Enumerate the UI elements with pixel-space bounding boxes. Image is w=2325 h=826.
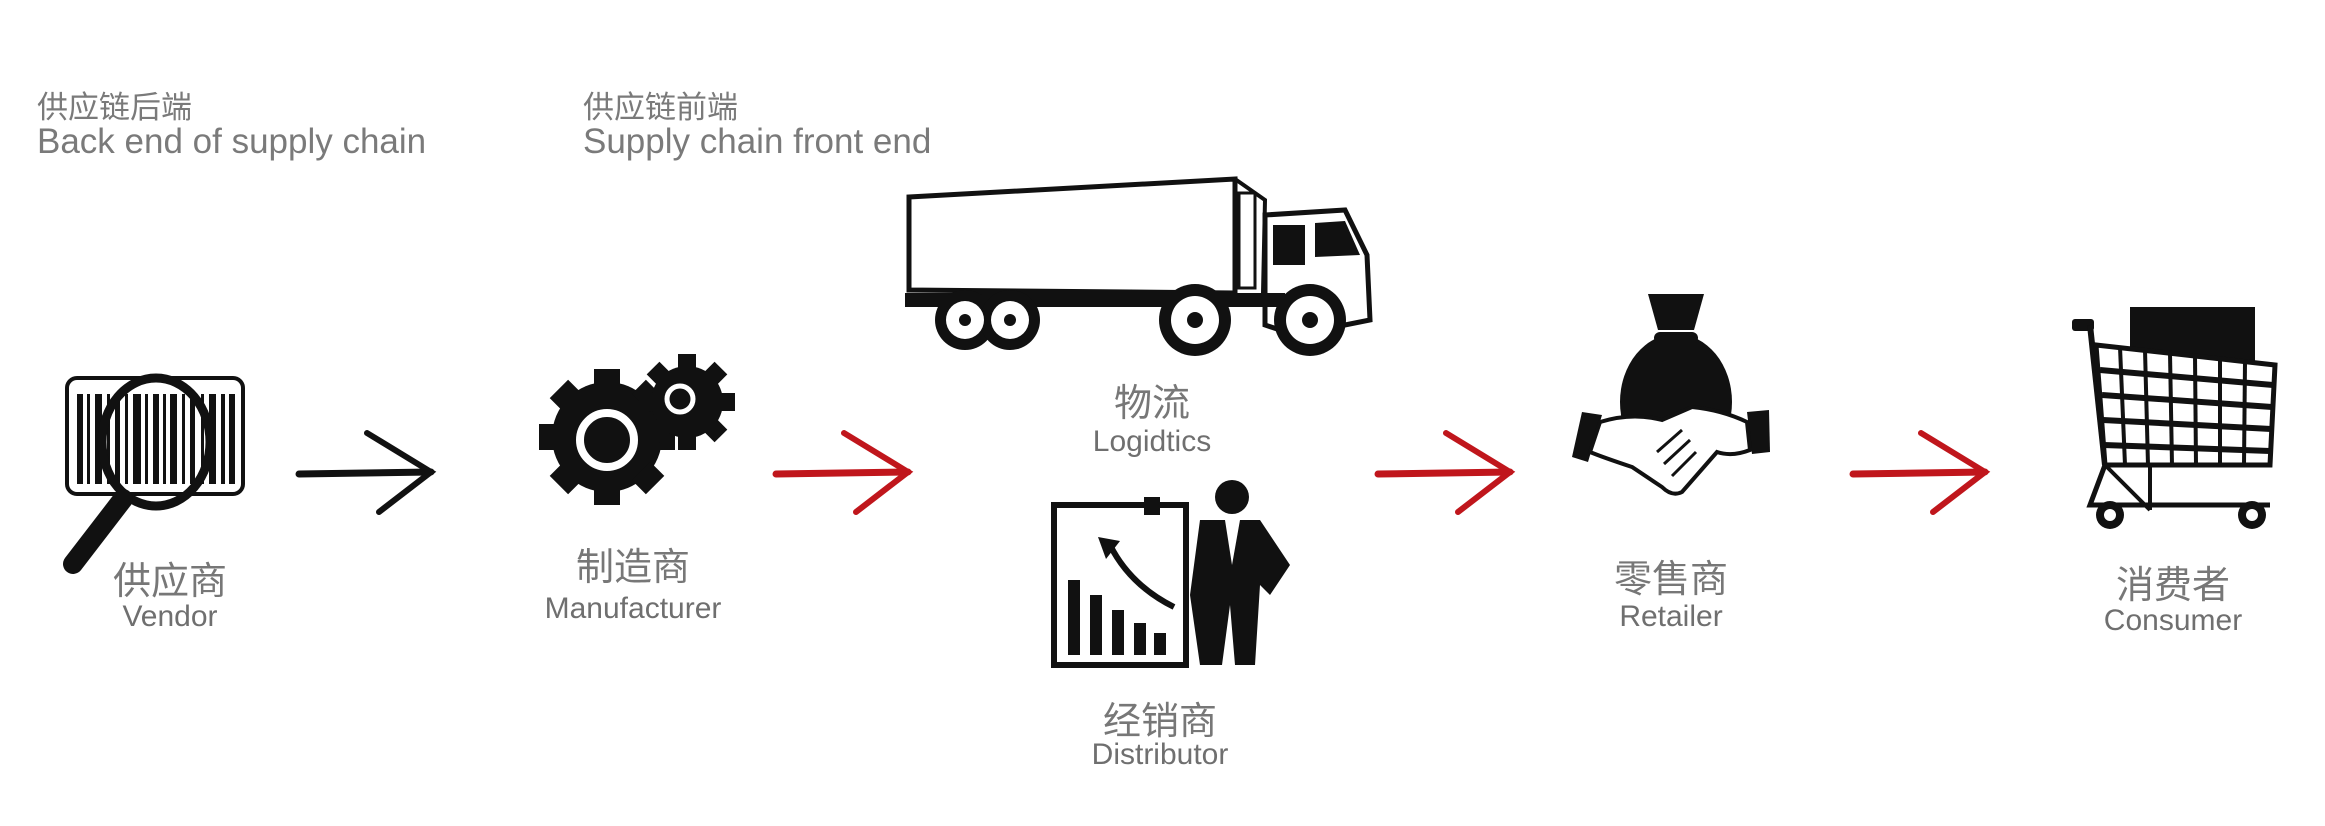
- back-end-title-cn: 供应链后端: [37, 90, 192, 125]
- handshake-moneybag-icon: [1572, 294, 1770, 496]
- arrow-retailer-to-consumer: [1849, 430, 1991, 515]
- consumer-label-cn: 消费者: [2115, 565, 2231, 607]
- logistics-label-cn: 物流: [1113, 383, 1191, 425]
- vendor-label-en: Vendor: [122, 600, 218, 633]
- front-end-title-cn: 供应链前端: [583, 90, 738, 125]
- arrow-to-retailer: [1374, 430, 1516, 515]
- front-end-title-en: Supply chain front end: [583, 122, 932, 161]
- consumer-label-en: Consumer: [2103, 604, 2243, 637]
- vendor-label-cn: 供应商: [112, 561, 228, 603]
- arrow-vendor-to-manufacturer: [295, 430, 437, 515]
- manufacturer-label-cn: 制造商: [575, 547, 691, 589]
- presenter-chart-icon: [1051, 480, 1290, 668]
- arrow-manufacturer-to-logistics: [772, 430, 914, 515]
- barcode-magnifier-icon: [63, 373, 245, 574]
- truck-icon: [905, 176, 1373, 356]
- shopping-cart-icon: [2072, 307, 2278, 529]
- retailer-label-en: Retailer: [1619, 600, 1723, 633]
- gears-icon: [539, 354, 735, 505]
- retailer-label-cn: 零售商: [1613, 559, 1729, 601]
- back-end-title-en: Back end of supply chain: [37, 122, 427, 161]
- logistics-label-en: Logidtics: [1092, 425, 1212, 458]
- manufacturer-label-en: Manufacturer: [544, 592, 722, 625]
- distributor-label-en: Distributor: [1091, 738, 1229, 771]
- distributor-label-cn: 经销商: [1102, 701, 1218, 743]
